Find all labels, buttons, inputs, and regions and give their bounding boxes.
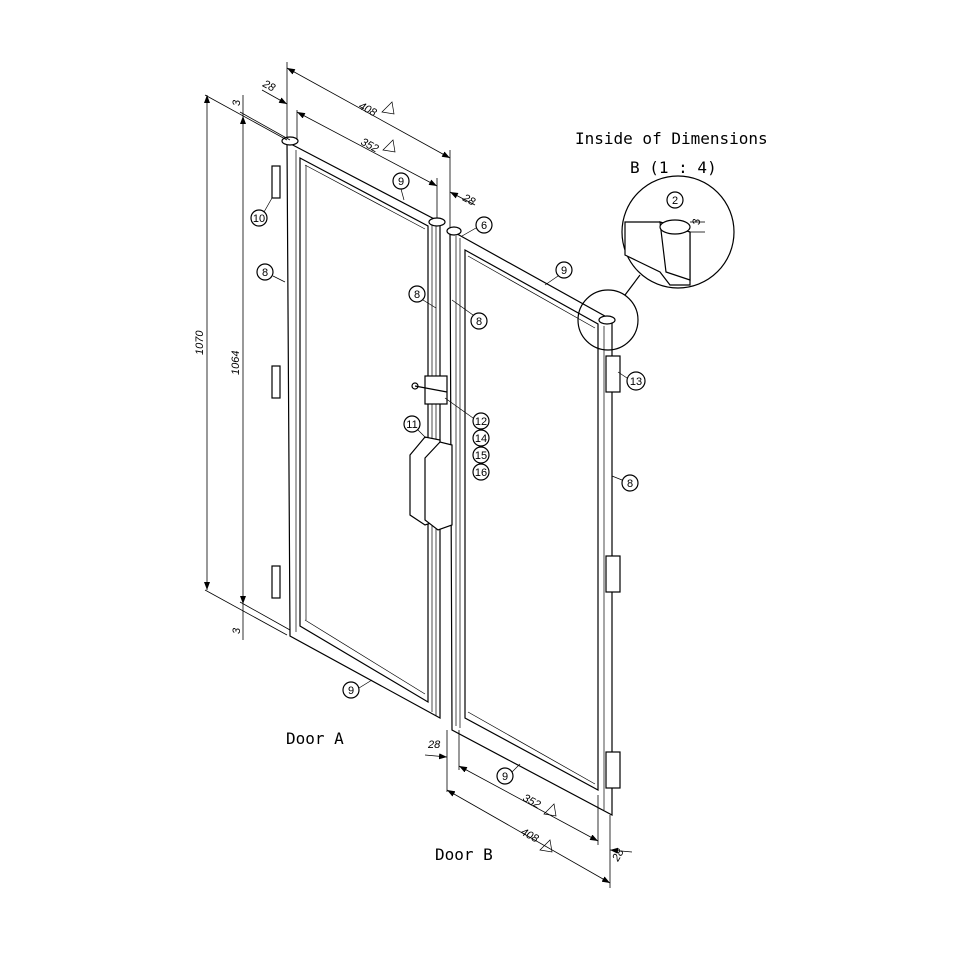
balloon-8: 8 [451, 299, 488, 330]
door-b-frame [449, 228, 613, 816]
svg-text:8: 8 [262, 267, 268, 279]
door-a-label: Door A [286, 729, 344, 748]
svg-text:9: 9 [398, 176, 404, 188]
dim-b-inner: 352 [521, 792, 543, 811]
door-b [446, 226, 621, 816]
svg-text:14: 14 [475, 433, 487, 445]
balloon-8: 8 [408, 285, 437, 309]
dim-b-right-post: 28 [610, 846, 627, 864]
detail-view-b: 3 Inside of Dimensions B (1 : 4) [575, 129, 768, 351]
balloon-14: 14 [472, 429, 490, 447]
svg-text:12: 12 [475, 416, 487, 428]
balloon-13: 13 [617, 371, 646, 391]
balloon-9: 9 [544, 261, 573, 286]
svg-text:13: 13 [630, 376, 642, 388]
balloon-11: 11 [403, 415, 427, 439]
svg-text:6: 6 [481, 220, 487, 232]
dimensions-height: 1070 1064 3 3 [194, 94, 291, 640]
detail-circle [621, 175, 735, 289]
detail-callout-circle [577, 289, 639, 351]
balloon-8: 8 [611, 474, 639, 492]
svg-text:2: 2 [672, 195, 678, 207]
handle [409, 436, 453, 531]
part-balloons: 9 10 8 6 9 8 8 2 13 12 14 15 16 11 8 9 9 [250, 172, 684, 785]
hinge [271, 565, 281, 599]
svg-text:16: 16 [475, 467, 487, 479]
hinge [271, 365, 281, 399]
svg-text:8: 8 [414, 289, 420, 301]
svg-text:15: 15 [475, 450, 487, 462]
dim-b-left-post: 28 [427, 739, 441, 751]
svg-text:8: 8 [476, 316, 482, 328]
dim-b-overall: 408 [519, 826, 542, 846]
balloon-9: 9 [342, 679, 373, 699]
hinge [271, 165, 281, 199]
dim-bottom-gap: 3 [231, 627, 243, 634]
hinge [605, 751, 621, 789]
svg-text:8: 8 [627, 478, 633, 490]
balloon-2: 2 [666, 191, 684, 209]
dim-height-inner: 1064 [230, 351, 242, 375]
balloon-9: 9 [392, 172, 410, 201]
post-cap [598, 315, 616, 325]
hinge [605, 355, 621, 393]
post-cap [446, 226, 462, 236]
balloon-6: 6 [461, 216, 493, 237]
dim-a-right-post: 28 [460, 192, 478, 209]
hinge [605, 555, 621, 593]
balloon-16: 16 [472, 463, 490, 481]
svg-text:10: 10 [253, 213, 265, 225]
svg-text:11: 11 [406, 419, 417, 431]
balloon-15: 15 [472, 446, 490, 464]
door-a-frame [286, 141, 441, 720]
balloon-10: 10 [250, 197, 273, 227]
latch [411, 375, 448, 405]
dim-height-overall: 1070 [194, 330, 206, 355]
door-a-glass [299, 157, 429, 704]
balloon-8: 8 [256, 263, 286, 283]
detail-scale-label: B (1 : 4) [630, 158, 717, 177]
door-b-label: Door B [435, 845, 493, 864]
dim-a-inner: 352 [359, 136, 381, 155]
svg-text:9: 9 [561, 265, 567, 277]
dim-top-gap: 3 [231, 99, 243, 106]
post-cap [428, 217, 446, 227]
dim-a-left-post: 28 [260, 78, 278, 95]
detail-title: Inside of Dimensions [575, 129, 768, 148]
svg-text:9: 9 [348, 685, 354, 697]
svg-text:9: 9 [502, 771, 508, 783]
balloon-9: 9 [496, 763, 521, 785]
balloon-12: 12 [444, 397, 490, 430]
dim-detail-gap: 3 [691, 218, 703, 225]
